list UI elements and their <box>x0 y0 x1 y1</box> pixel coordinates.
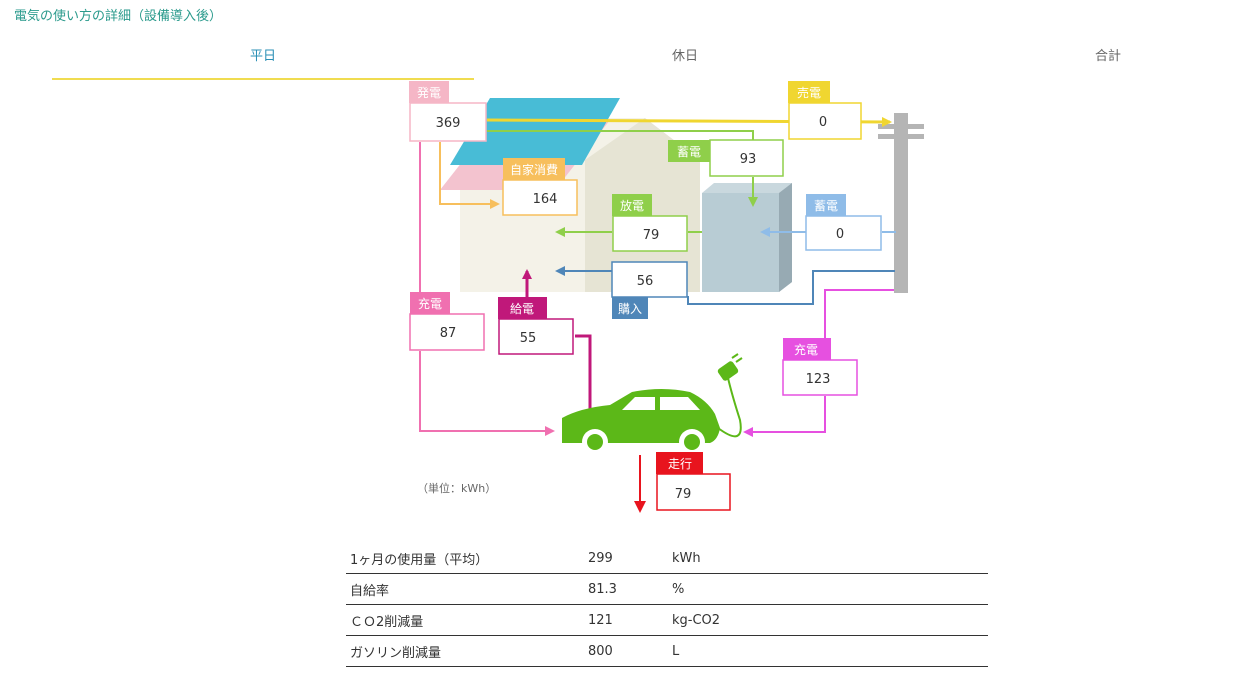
summary-value: 121 <box>588 604 672 636</box>
summary-unit: kWh <box>672 543 988 574</box>
ev-charge-grid-value: 123 <box>806 372 831 387</box>
electric-car-icon <box>562 377 742 455</box>
summary-label: ＣＯ2削減量 <box>346 604 588 636</box>
summary-value: 81.3 <box>588 573 672 605</box>
svg-text:購入: 購入 <box>618 302 642 316</box>
purchase-box: 56 購入 <box>611 261 688 319</box>
flow-battery-charge-line <box>487 130 753 205</box>
grid-battery-box: 蓄電 0 <box>805 194 882 251</box>
table-row: 自給率 81.3 % <box>346 573 988 605</box>
driving-value: 79 <box>675 487 692 502</box>
ev-charge-solar-box: 充電 87 <box>409 292 485 351</box>
tab-holiday[interactable]: 休日 <box>671 49 698 64</box>
svg-text:充電: 充電 <box>794 342 818 357</box>
sell-box: 売電 0 <box>788 81 862 140</box>
svg-text:発電: 発電 <box>417 86 441 100</box>
table-row: ＣＯ2削減量 121 kg-CO2 <box>346 604 988 636</box>
svg-text:放電: 放電 <box>620 198 644 213</box>
self-consumption-box: 自家消費 164 <box>502 158 578 216</box>
summary-value: 800 <box>588 635 672 667</box>
summary-label: ガソリン削減量 <box>346 635 588 667</box>
svg-text:自家消費: 自家消費 <box>510 162 558 177</box>
summary-unit: L <box>672 635 988 667</box>
battery-charge-box: 蓄電 93 <box>668 139 784 177</box>
svg-text:走行: 走行 <box>668 457 692 471</box>
svg-text:売電: 売電 <box>797 85 821 100</box>
ev-charge-grid-box: 充電 123 <box>782 338 858 396</box>
discharge-value: 79 <box>643 228 660 243</box>
purchase-value: 56 <box>637 274 654 289</box>
utility-pole-icon <box>878 113 924 293</box>
tab-bar: 平日 休日 合計 <box>52 46 1255 80</box>
svg-text:蓄電: 蓄電 <box>677 145 701 159</box>
grid-battery-value: 0 <box>836 227 844 242</box>
flow-purchase-line <box>557 271 895 305</box>
svg-text:蓄電: 蓄電 <box>814 199 838 213</box>
summary-unit: kg-CO2 <box>672 604 988 636</box>
unit-note: （単位：kWh） <box>417 482 497 495</box>
summary-label: 1ヶ月の使用量（平均） <box>346 543 588 574</box>
ev-supply-value: 55 <box>520 331 537 346</box>
discharge-box: 放電 79 <box>612 194 688 252</box>
page-title: 電気の使い方の詳細（設備導入後） <box>14 9 223 24</box>
svg-text:給電: 給電 <box>510 302 534 316</box>
tab-weekday[interactable]: 平日 <box>52 46 474 80</box>
svg-text:充電: 充電 <box>418 296 442 311</box>
battery-charge-value: 93 <box>740 152 757 167</box>
summary-label: 自給率 <box>346 573 588 605</box>
self-consumption-value: 164 <box>533 192 558 207</box>
generation-box: 発電 369 <box>409 81 487 142</box>
charging-plug-icon <box>717 353 743 381</box>
table-row: 1ヶ月の使用量（平均） 299 kWh <box>346 543 988 574</box>
sell-value: 0 <box>819 115 827 130</box>
flow-ev-charge-solar-line <box>419 142 553 431</box>
summary-value: 299 <box>588 543 672 574</box>
driving-box: 走行 79 <box>656 452 731 511</box>
tab-total[interactable]: 合計 <box>1094 49 1121 64</box>
flow-ev-charge-grid-line <box>745 289 894 432</box>
summary-table: 1ヶ月の使用量（平均） 299 kWh 自給率 81.3 % ＣＯ2削減量 12… <box>346 543 988 667</box>
generation-value: 369 <box>436 116 461 131</box>
storage-battery <box>702 183 792 292</box>
flow-self-consumption-line <box>439 142 500 209</box>
table-row: ガソリン削減量 800 L <box>346 635 988 667</box>
ev-charge-solar-value: 87 <box>440 326 457 341</box>
summary-unit: % <box>672 573 988 605</box>
ev-supply-box: 給電 55 <box>498 297 574 355</box>
